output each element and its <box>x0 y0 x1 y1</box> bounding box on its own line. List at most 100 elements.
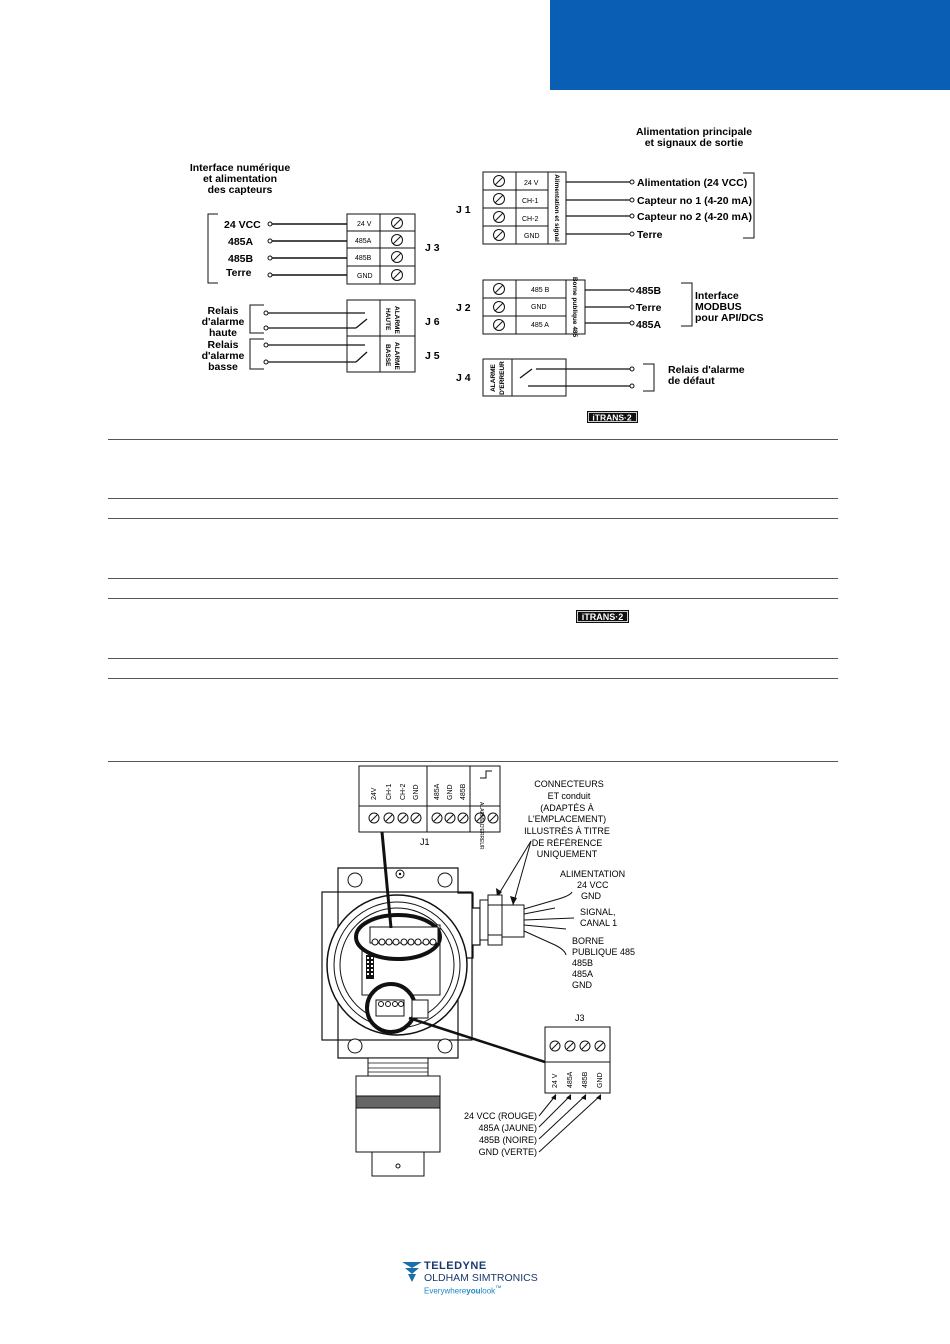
left-title-line: et alimentation <box>203 173 277 185</box>
j5-label: J 5 <box>425 350 440 362</box>
j3-label: J 3 <box>425 242 440 254</box>
j2-pin-label: GND <box>531 304 547 311</box>
j1-strip-pin: 485A <box>434 783 441 800</box>
j4-note: de défaut <box>668 375 715 387</box>
tagline-part: you <box>466 1286 481 1296</box>
signal-note: CANAL 1 <box>580 918 617 928</box>
j1-side-label: Alimentation et signal <box>553 174 560 242</box>
j6-relay-label: haute <box>209 327 237 339</box>
j3-terminal-block: 24 V 485A 485B GND 24 VCC 485A 485B Terr… <box>207 213 440 285</box>
j1-pin-label: 24 V <box>524 180 539 187</box>
bus-note: GND <box>572 980 593 990</box>
j3-pin-label: 24 V <box>357 221 372 228</box>
j4-label: J 4 <box>456 372 471 384</box>
wire-label: 24 VCC (ROUGE) <box>464 1111 537 1121</box>
note-line: DE RÉFÉRENCE <box>532 838 603 848</box>
tagline-part: Everywhere <box>424 1286 467 1296</box>
j4-note: Relais d'alarme <box>668 364 745 376</box>
j6-relay-label: d'alarme <box>202 316 245 328</box>
j2-terminal-block: 485 B GND 485 A Borne publique 485 485B … <box>456 277 763 338</box>
j3-detail-pin: 485A <box>567 1071 574 1088</box>
itrans-logo: iTRANS·2 <box>576 610 629 623</box>
j1-strip-pin: CH-1 <box>386 784 393 800</box>
tagline-part: look <box>480 1286 496 1296</box>
j2-output-label: 485A <box>636 319 662 331</box>
power-note: GND <box>581 891 602 901</box>
power-note: 24 VCC <box>577 880 609 890</box>
j3-detail-block: J3 24 V 485A 485B GND 24 VCC (ROUGE) 485… <box>464 1013 611 1157</box>
bus-note: 485A <box>572 969 593 979</box>
power-note: ALIMENTATION <box>560 869 625 879</box>
brand-line-1: TELEDYNE <box>424 1260 487 1272</box>
j6-relay-label: Relais <box>208 305 239 317</box>
divider <box>108 658 838 659</box>
j1-output-label: Terre <box>637 229 663 241</box>
j2-note: Interface <box>695 290 739 302</box>
j1-pin-label: CH-1 <box>522 198 538 205</box>
j3-detail-pin: GND <box>597 1072 604 1088</box>
j3-detail-pin: 485B <box>582 1071 589 1088</box>
itrans-logo: iTRANS·2 <box>587 411 638 423</box>
j5-terminal-label: BASSE <box>384 344 391 367</box>
j3-input-label: 485A <box>228 236 254 248</box>
left-title-line: Interface numérique <box>190 162 291 174</box>
cable-labels: ALIMENTATION 24 VCC GND SIGNAL, CANAL 1 … <box>560 869 635 990</box>
wire-label: 485B (NOIRE) <box>479 1135 537 1145</box>
note-line: ILLUSTRÉS À TITRE <box>524 826 610 836</box>
divider <box>108 498 838 499</box>
bus-note: PUBLIQUE 485 <box>572 947 635 957</box>
bus-note: 485B <box>572 958 593 968</box>
j1-terminal-block: 24 V CH-1 CH-2 GND Alimentation et signa… <box>456 171 755 245</box>
left-title-line: des capteurs <box>208 184 273 196</box>
j1-terminal-strip: 24V CH-1 CH-2 GND 485A GND 485B ALARME D… <box>358 765 501 850</box>
divider <box>108 578 838 579</box>
brand-tagline: Everywhereyoulook™ <box>424 1285 502 1296</box>
j5-relay-label: basse <box>208 361 238 373</box>
j1-output-label: Capteur no 1 (4-20 mA) <box>637 195 752 207</box>
bus-note: BORNE <box>572 936 604 946</box>
j3-input-label: 24 VCC <box>224 219 261 231</box>
note-line: ET conduit <box>548 791 591 801</box>
divider <box>108 761 838 762</box>
wiring-diagram-terminals: Interface numérique et alimentation des … <box>190 126 763 423</box>
signal-note: SIGNAL, <box>580 907 616 917</box>
j3-pin-label: 485A <box>355 238 372 245</box>
note-line: CONNECTEURS <box>534 779 604 789</box>
j1-strip-pin: 24V <box>371 787 378 800</box>
j2-note: MODBUS <box>695 301 742 313</box>
j1-output-label: Alimentation (24 VCC) <box>637 177 747 189</box>
wire-label: 485A (JAUNE) <box>478 1123 537 1133</box>
note-line: (ADAPTÉS À <box>540 803 594 813</box>
j3-pin-label: 485B <box>355 255 372 262</box>
itrans-logo-text: iTRANS·2 <box>592 413 631 423</box>
j1-strip-label: J1 <box>420 837 430 847</box>
trademark: ™ <box>495 1285 502 1292</box>
j2-side-label: Borne publique 485 <box>571 277 578 338</box>
j1-strip-pin: GND <box>447 784 454 800</box>
j1-strip-pin: 485B <box>460 783 467 800</box>
transmitter-housing <box>321 831 575 1177</box>
j5-relay-label: d'alarme <box>202 350 245 362</box>
j1-strip-pin: GND <box>413 784 420 800</box>
j1-pin-label: CH-2 <box>522 216 538 223</box>
divider <box>108 678 838 679</box>
connectors-note: CONNECTEURS ET conduit (ADAPTÉS À L'EMPL… <box>496 779 610 906</box>
note-line: UNIQUEMENT <box>537 849 598 859</box>
j1-label: J 1 <box>456 204 471 216</box>
j3-input-label: 485B <box>228 253 254 265</box>
wire-label: GND (VERTE) <box>479 1147 537 1157</box>
header-accent-block <box>550 0 950 90</box>
itrans-logo-text: iTRANS·2 <box>582 612 624 622</box>
j2-pin-label: 485 B <box>531 287 550 294</box>
j6-j5-relay-block: ALARME HAUTE ALARME BASSE Relais d'alarm… <box>202 299 440 373</box>
j2-note: pour API/DCS <box>695 312 763 324</box>
j6-terminal-label: HAUTE <box>384 308 391 331</box>
j2-output-label: Terre <box>636 302 662 314</box>
note-line: L'EMPLACEMENT) <box>528 814 606 824</box>
j1-pin-label: GND <box>524 233 540 240</box>
right-title-line: et signaux de sortie <box>645 137 744 149</box>
brand-line-2: OLDHAM SIMTRONICS <box>424 1272 538 1284</box>
divider <box>108 518 838 519</box>
j6-label: J 6 <box>425 316 440 328</box>
j3-detail-label: J3 <box>575 1013 585 1023</box>
